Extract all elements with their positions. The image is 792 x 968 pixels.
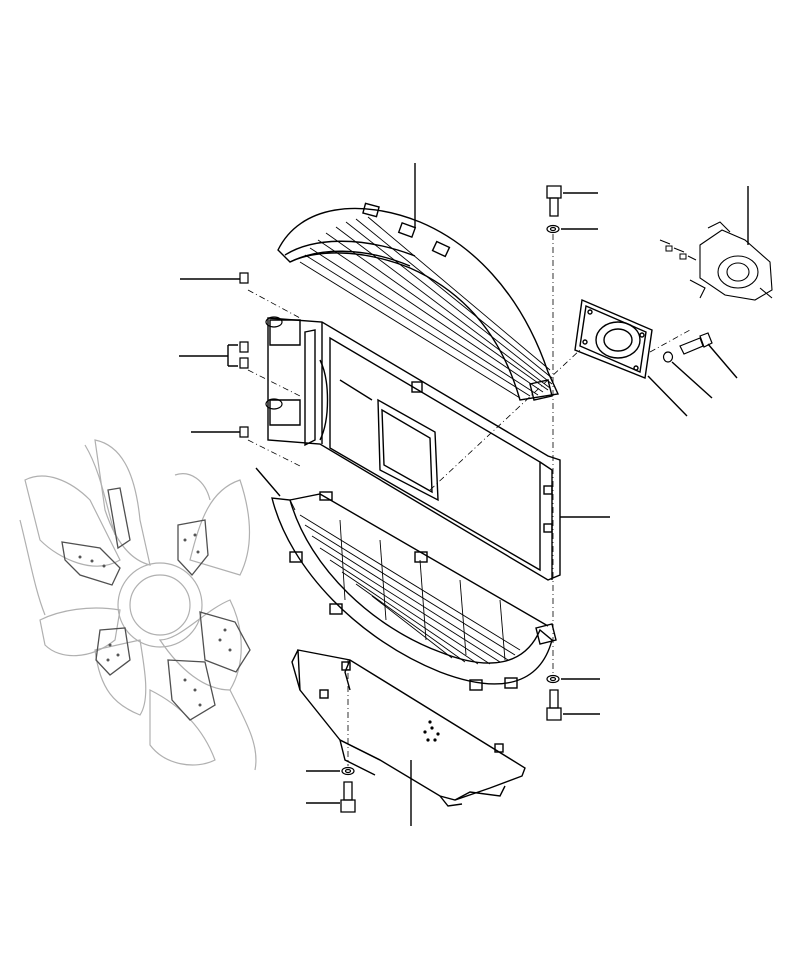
frame-mount-ear-top (265, 316, 283, 410)
callout-lines (179, 163, 749, 826)
washer-bottom (341, 766, 355, 776)
bolt-top (546, 185, 562, 217)
upper-shroud-grille (277, 202, 560, 401)
washer-lower-right (546, 674, 560, 684)
radiator-frame (267, 317, 561, 581)
nut-lower-left (239, 426, 249, 438)
fan-blade-plates (61, 487, 251, 721)
guard-plate-holes (423, 720, 440, 742)
nuts-pair-left (239, 341, 249, 369)
bolt-bottom (340, 781, 356, 813)
alignment-lines (247, 234, 691, 766)
callout-nuts-bracket (227, 344, 238, 367)
fan-plate-holes (78, 533, 232, 707)
bottom-guard-plate (291, 649, 526, 807)
plate-washer (662, 351, 674, 363)
pump-assembly (689, 221, 773, 301)
lower-shroud-grille (271, 491, 557, 691)
nut-top-left (239, 272, 249, 284)
washer-top (546, 224, 560, 234)
plate-bolt (679, 332, 713, 355)
fan-blade-ghost (19, 439, 257, 771)
callout-plate-bolt (707, 343, 738, 379)
pump-small-bolts (659, 239, 697, 261)
callout-mounting-plate (647, 375, 688, 417)
bolt-lower-right (546, 689, 562, 721)
mounting-plate (574, 298, 653, 379)
callout-lower-grille (255, 467, 281, 497)
callout-plate-washer (671, 361, 713, 399)
